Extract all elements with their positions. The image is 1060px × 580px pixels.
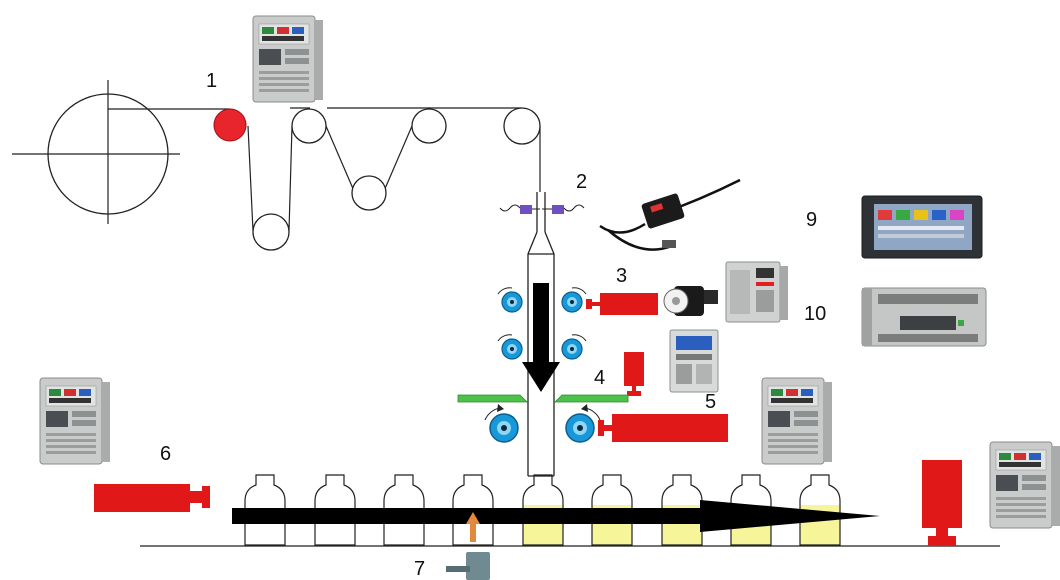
servo-drive-icon [669, 329, 719, 393]
label-6: 6 [160, 443, 171, 465]
inverter-drive-icon [252, 15, 324, 103]
inverter-drive-icon [39, 377, 111, 465]
film-guides [457, 394, 629, 403]
film-reel [12, 80, 180, 224]
mark-sensor-heads [499, 204, 585, 214]
plc-controller-icon [861, 287, 987, 347]
conveyor-actuator [94, 484, 210, 512]
hmi-touchscreen-icon [861, 195, 983, 259]
forming-tube [527, 192, 555, 477]
servo-drive-icon [725, 261, 788, 323]
label-3: 3 [616, 265, 627, 287]
sealing-rollers [484, 404, 601, 443]
dancer-roller [213, 108, 247, 142]
fiber-sensor-icon [599, 178, 741, 251]
label-1: 1 [206, 70, 217, 92]
label-7: 7 [414, 558, 425, 580]
guide-rollers [252, 107, 541, 251]
inverter-drive-icon [989, 441, 1060, 529]
proximity-sensor-icon [446, 512, 490, 580]
stopper-actuator [922, 460, 962, 546]
label-5: 5 [705, 391, 716, 413]
pull-actuator [586, 293, 658, 315]
label-10: 10 [804, 303, 826, 325]
label-4: 4 [594, 367, 605, 389]
film-web-path [108, 107, 541, 232]
servo-motor-icon [663, 286, 718, 316]
pull-rollers-lower [497, 334, 587, 360]
pull-rollers-upper [497, 287, 587, 313]
conveyor-direction-arrow [232, 500, 880, 532]
sealing-actuator [624, 352, 644, 396]
film-feed-arrow [522, 283, 560, 392]
inverter-drive-icon [761, 377, 833, 465]
cutter-actuator [598, 414, 728, 442]
label-2: 2 [576, 171, 587, 193]
label-9: 9 [806, 209, 817, 231]
